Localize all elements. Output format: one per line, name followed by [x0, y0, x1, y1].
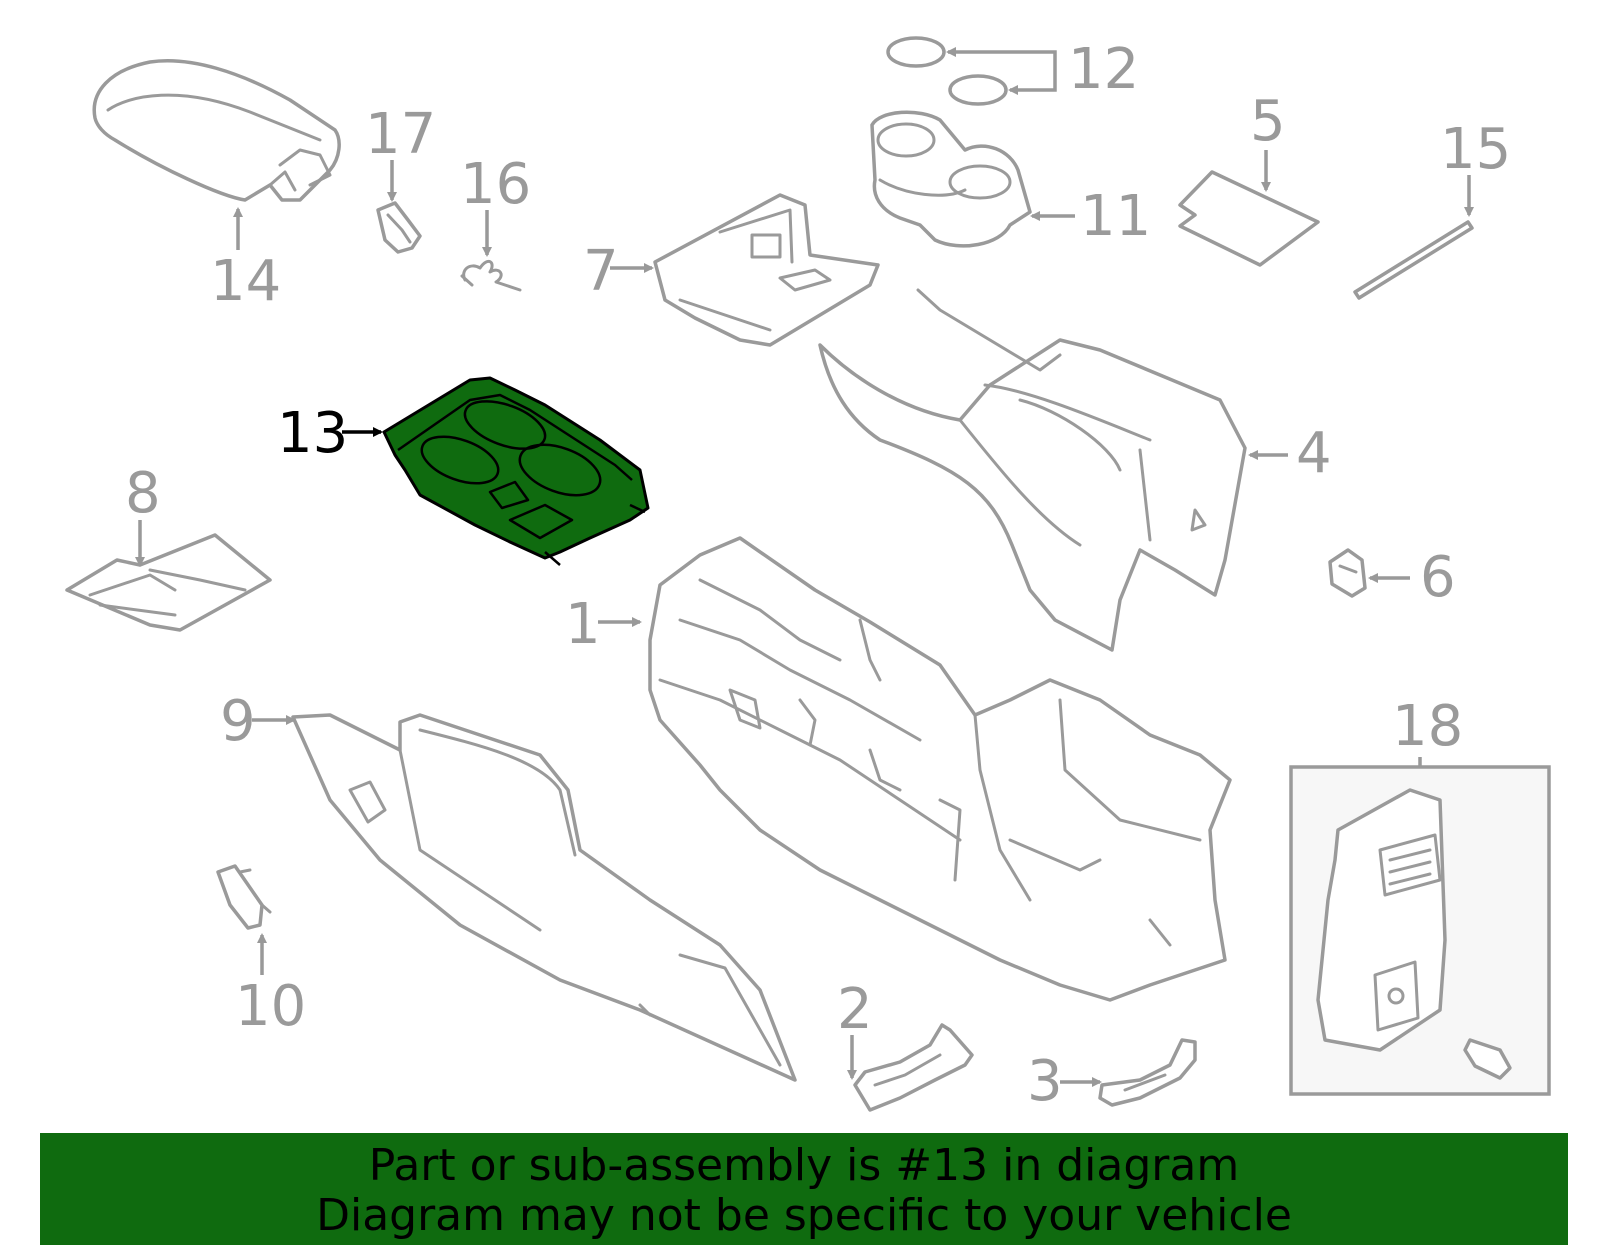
part-6-clip[interactable]: [1328, 548, 1367, 598]
part-1-console-frame[interactable]: [648, 536, 1232, 1002]
label-15: 15: [1440, 117, 1511, 182]
callout-12: 12: [946, 37, 1139, 102]
part-3-bracket[interactable]: [1098, 1038, 1197, 1107]
part-9-side-panel[interactable]: [291, 713, 797, 1082]
part-8-storage-mat[interactable]: [65, 533, 272, 632]
part-15-strip[interactable]: [1353, 220, 1474, 300]
callout-3: 3: [1027, 1049, 1102, 1114]
banner-line-1: Part or sub-assembly is #13 in diagram: [368, 1140, 1240, 1191]
callout-8: 8: [125, 461, 161, 567]
callout-1: 1: [565, 592, 642, 657]
label-18: 18: [1392, 694, 1463, 759]
part-2-bracket[interactable]: [853, 1023, 974, 1112]
label-13: 13: [277, 401, 348, 466]
part-10-bracket[interactable]: [216, 864, 272, 930]
callout-9: 9: [220, 689, 296, 754]
label-2: 2: [837, 977, 873, 1042]
label-5: 5: [1250, 89, 1286, 154]
part-4-console-trim[interactable]: [818, 288, 1247, 652]
callout-11: 11: [1030, 184, 1151, 249]
callout-16: 16: [460, 152, 531, 257]
banner-line-2: Diagram may not be specific to your vehi…: [316, 1190, 1292, 1241]
info-banner: Part or sub-assembly is #13 in diagram D…: [40, 1133, 1568, 1245]
part-13-cup-holder-tray[interactable]: [382, 376, 650, 566]
part-16-spring[interactable]: [460, 259, 522, 292]
part-7-upper-panel[interactable]: [653, 193, 880, 347]
callout-2: 2: [837, 977, 873, 1080]
callout-10: 10: [235, 933, 306, 1039]
label-3: 3: [1027, 1049, 1063, 1114]
label-9: 9: [220, 689, 256, 754]
part-11-cup-holder-insert[interactable]: [870, 110, 1032, 248]
part-14-armrest-lid[interactable]: [92, 59, 341, 202]
label-1: 1: [565, 592, 601, 657]
label-16: 16: [460, 152, 531, 217]
label-8: 8: [125, 461, 161, 526]
callout-14: 14: [210, 207, 281, 314]
callout-13: 13: [277, 401, 383, 466]
callout-18: 18: [1392, 694, 1463, 767]
callout-7: 7: [583, 239, 654, 304]
part-12-rings[interactable]: [886, 36, 1008, 106]
callout-15: 15: [1440, 117, 1511, 217]
label-6: 6: [1420, 545, 1456, 610]
part-5-mat[interactable]: [1178, 170, 1320, 267]
part-18-inset[interactable]: [1289, 765, 1551, 1096]
label-11: 11: [1080, 184, 1151, 249]
callout-17: 17: [365, 102, 436, 202]
callout-6: 6: [1368, 545, 1456, 610]
callout-4: 4: [1248, 421, 1332, 486]
part-17-clip[interactable]: [376, 201, 422, 254]
callout-5: 5: [1250, 89, 1286, 192]
label-14: 14: [210, 249, 281, 314]
label-12: 12: [1068, 37, 1139, 102]
label-17: 17: [365, 102, 436, 167]
label-7: 7: [583, 239, 619, 304]
label-4: 4: [1296, 421, 1332, 486]
label-10: 10: [235, 974, 306, 1039]
